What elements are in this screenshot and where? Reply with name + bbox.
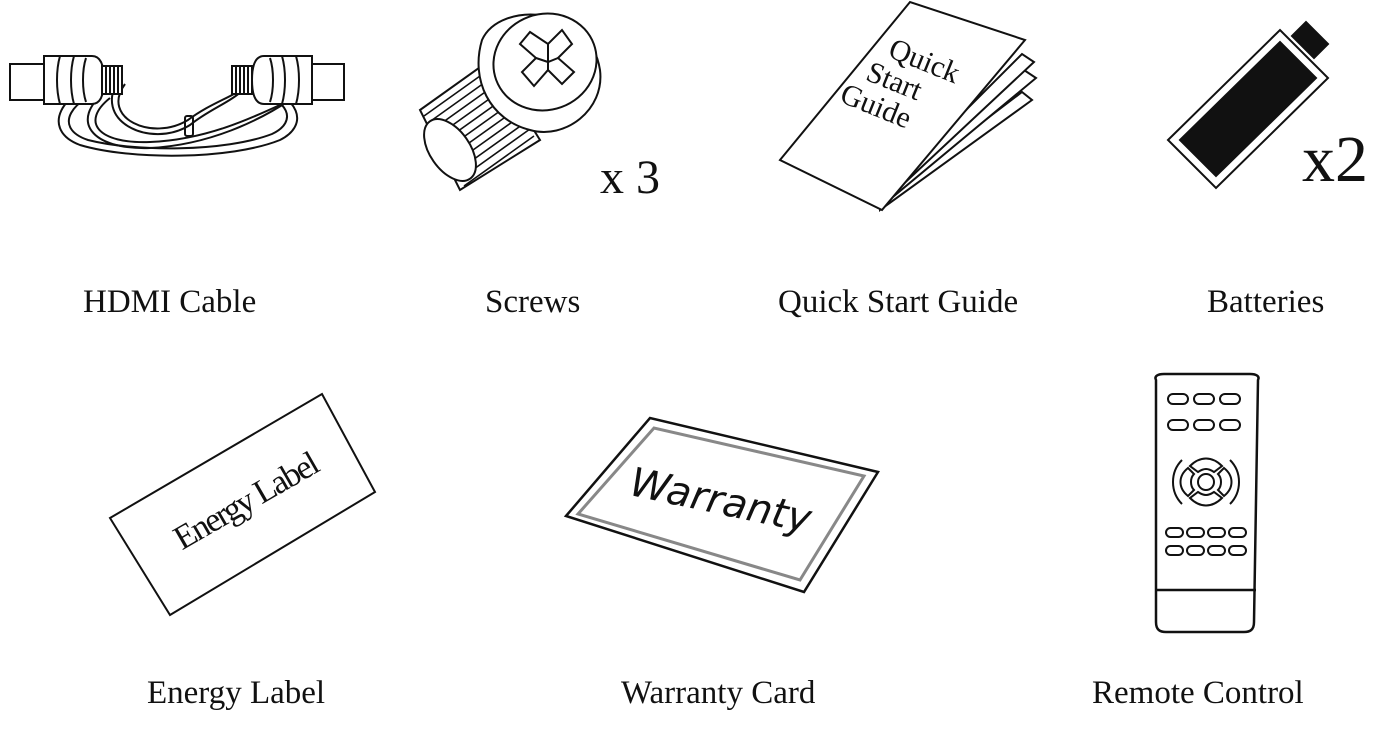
caption-energy-label: Energy Label	[147, 675, 326, 711]
item-quick-start-guide: Quick Start Guide Quick Start Guide	[760, 0, 1060, 330]
quantity-batteries: x2	[1302, 123, 1368, 196]
caption-screws: Screws	[485, 284, 581, 320]
quantity-screws: x 3	[600, 151, 660, 204]
screw-icon	[418, 12, 602, 192]
item-batteries: x2 Batteries	[1160, 0, 1380, 330]
quick-start-guide-icon: Quick Start Guide	[778, 0, 1038, 212]
caption-quick-start-guide: Quick Start Guide	[778, 284, 1019, 320]
item-remote-control: Remote Control	[1090, 372, 1360, 722]
caption-hdmi-cable: HDMI Cable	[83, 284, 257, 320]
caption-warranty-card: Warranty Card	[621, 675, 816, 711]
caption-batteries: Batteries	[1207, 284, 1325, 320]
item-energy-label: Energy Label Energy Label	[100, 380, 400, 720]
hdmi-cable-icon	[9, 55, 345, 157]
battery-icon	[1166, 20, 1330, 190]
caption-remote-control: Remote Control	[1092, 675, 1304, 711]
energy-label-icon: Energy Label	[108, 392, 377, 617]
item-warranty-card: Warranty Warranty Card	[560, 410, 890, 720]
remote-control-icon	[1154, 372, 1260, 634]
warranty-card-icon: Warranty	[563, 416, 880, 594]
item-screws: x 3 Screws	[390, 0, 710, 330]
item-hdmi-cable: HDMI Cable	[0, 0, 360, 330]
